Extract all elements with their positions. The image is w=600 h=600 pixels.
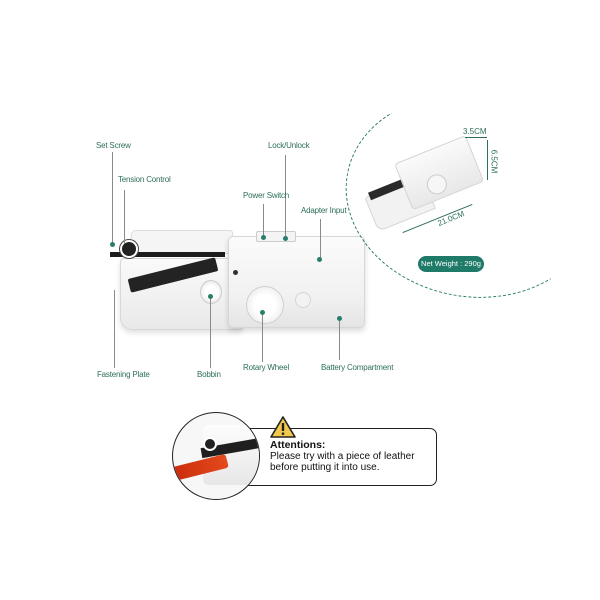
machine-top-arm (128, 230, 234, 254)
leader-line (114, 290, 115, 368)
marker-dot (261, 235, 266, 240)
sewing-machine-image (110, 228, 365, 333)
label-adapter-input: Adapter Input (301, 206, 347, 215)
dimension-width: 3.5CM (463, 127, 487, 136)
bobbin (200, 280, 222, 304)
marker-dot (260, 310, 265, 315)
leader-line (262, 312, 263, 362)
dimension-line (465, 137, 487, 138)
spool-closeup (203, 437, 217, 451)
label-power-switch: Power Switch (243, 191, 290, 200)
marker-dot (317, 257, 322, 262)
leader-line (339, 318, 340, 360)
leader-line (320, 219, 321, 259)
leather-test-image (172, 412, 260, 500)
side-button (295, 292, 311, 308)
label-bobbin: Bobbin (197, 370, 221, 379)
attention-text: Please try with a piece of leather befor… (270, 451, 415, 473)
warning-triangle-icon (270, 416, 296, 438)
dimension-line (487, 140, 488, 180)
leader-line (263, 204, 264, 237)
label-fastening-plate: Fastening Plate (97, 370, 150, 379)
net-weight-badge: Net Weight : 290g (418, 256, 484, 272)
leader-line (112, 152, 113, 244)
label-lock-unlock: Lock/Unlock (268, 141, 310, 150)
marker-dot (110, 242, 115, 247)
label-battery-compartment: Battery Compartment (321, 363, 394, 372)
label-tension-control: Tension Control (118, 175, 171, 184)
rotary-wheel (246, 286, 284, 324)
power-switch (256, 231, 296, 242)
leader-line (124, 190, 125, 244)
machine-bar (110, 252, 225, 257)
dimension-height: 6.5CM (489, 149, 499, 174)
leader-line (210, 296, 211, 368)
spool (120, 240, 138, 258)
body-screw (233, 270, 238, 275)
marker-dot (208, 294, 213, 299)
attention-title: Attentions: (270, 439, 326, 451)
leader-line (285, 155, 286, 237)
marker-dot (283, 236, 288, 241)
label-rotary-wheel: Rotary Wheel (243, 363, 290, 372)
label-set-screw: Set Screw (96, 141, 131, 150)
marker-dot (337, 316, 342, 321)
